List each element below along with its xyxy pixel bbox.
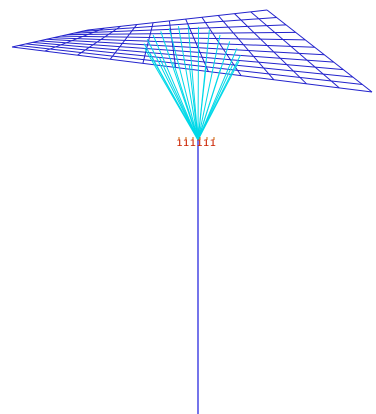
mesh-line: [44, 27, 105, 52]
rigid-link-spoke: [177, 26, 199, 141]
mesh-line: [74, 24, 287, 34]
mesh-line: [81, 16, 277, 33]
mesh-line: [109, 24, 138, 60]
rigid-link-spoke: [187, 25, 199, 141]
mesh-line: [234, 13, 307, 85]
mesh-line: [32, 41, 344, 71]
mesh-line: [266, 9, 373, 93]
constraint-stems: [178, 137, 215, 140]
mesh-line: [25, 43, 353, 78]
constraint-label: 111111: [176, 139, 216, 149]
mesh-line: [87, 9, 268, 31]
rigid-link-spokes: [143, 25, 241, 141]
node-constraint-markers: 111111: [176, 137, 216, 149]
mesh-line: [77, 25, 121, 56]
mesh-line: [11, 29, 89, 48]
rigid-link-spoke: [197, 64, 233, 141]
mesh-line: [67, 31, 296, 36]
rigid-link-spoke: [160, 31, 199, 141]
mesh-line: [46, 38, 325, 56]
mesh-line: [18, 44, 363, 86]
rigid-link-spoke: [146, 39, 199, 141]
plate-mesh: [11, 9, 373, 93]
mesh-line: [60, 35, 306, 41]
rigid-link-spoke: [197, 26, 200, 141]
rigid-link-spoke: [197, 29, 210, 141]
mesh-line: [142, 22, 154, 64]
rigid-link-spoke: [197, 34, 221, 141]
mesh-line: [39, 40, 334, 63]
mesh-line: [168, 20, 177, 68]
rigid-link-spoke: [168, 28, 199, 141]
mesh-line: [250, 11, 340, 89]
rigid-link-spoke: [143, 43, 199, 141]
mesh-line: [185, 18, 209, 72]
rigid-link-spoke: [197, 60, 240, 141]
rigid-link-spoke: [197, 41, 231, 141]
rigid-link-spoke: [152, 34, 199, 141]
mesh-line: [53, 37, 315, 48]
mesh-line: [217, 15, 275, 81]
